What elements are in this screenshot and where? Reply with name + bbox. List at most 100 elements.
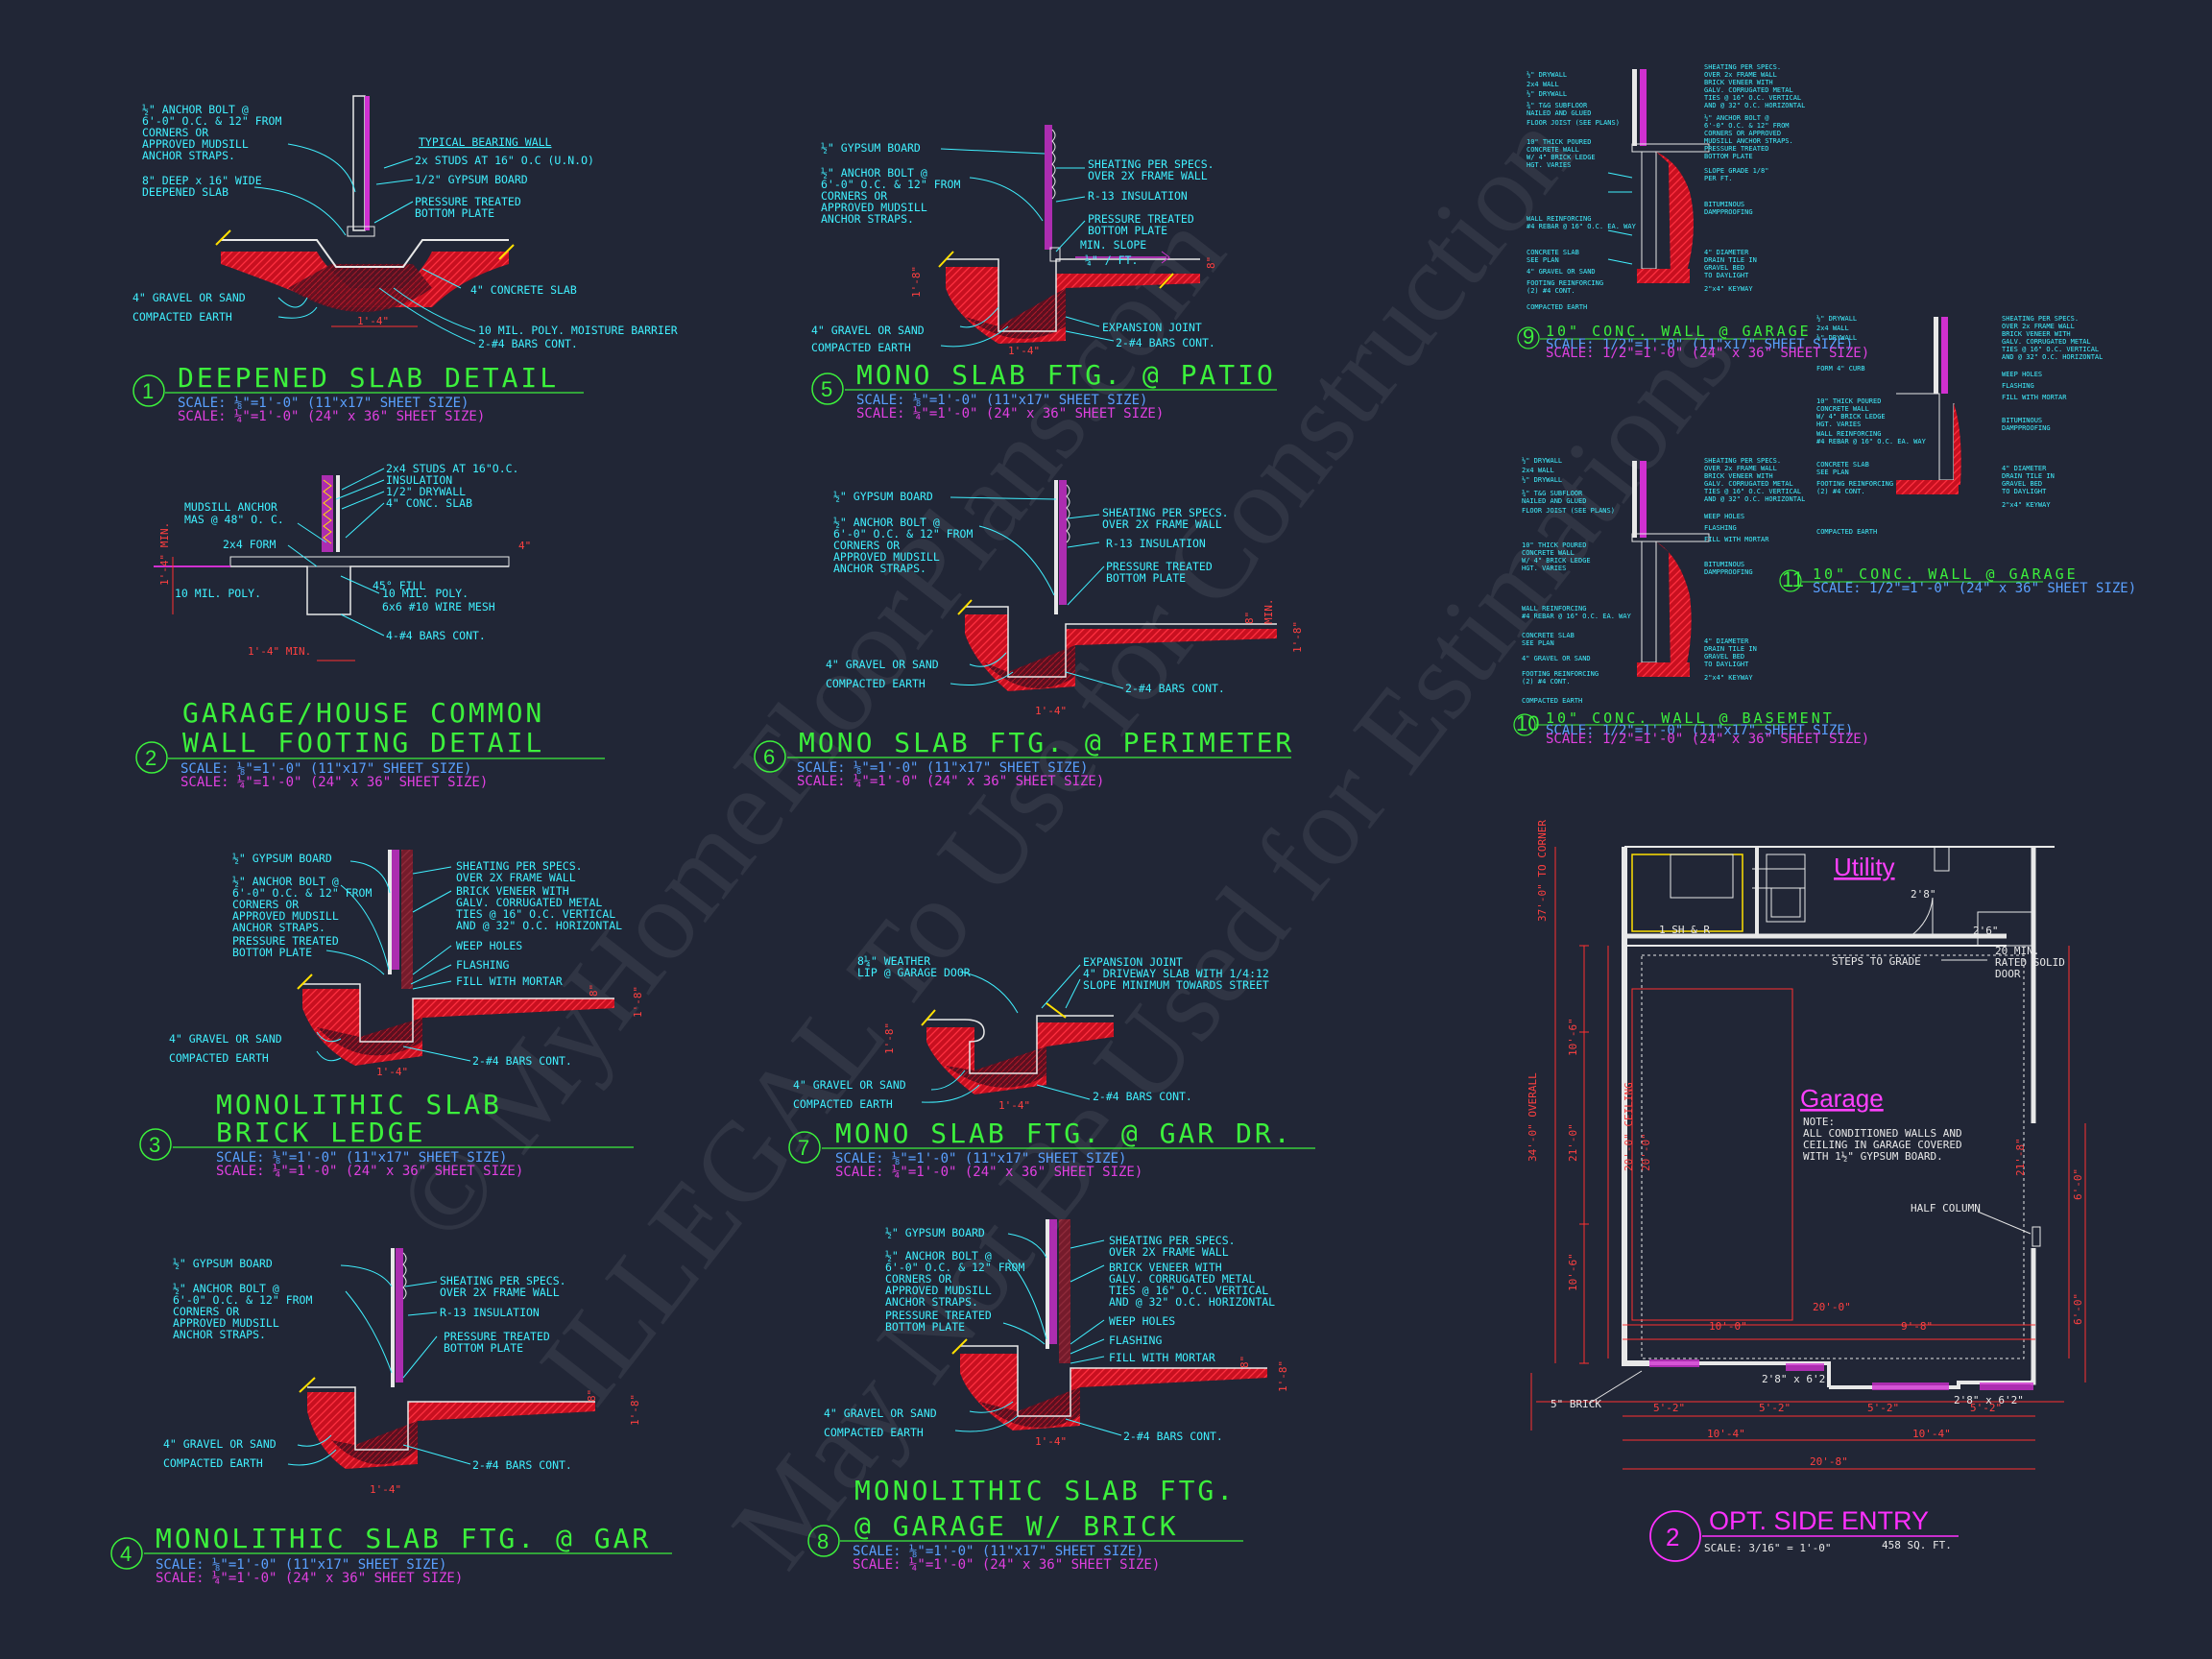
d5-dim-depth: 1'-8"	[910, 266, 923, 298]
plan-room-garage: Garage	[1800, 1084, 1884, 1113]
d2-dim-min-vertical: 1'-4" MIN.	[158, 522, 171, 586]
svg-text:4" DIAMETER: 4" DIAMETER	[1704, 249, 1749, 256]
svg-text:4" GRAVEL OR SAND: 4" GRAVEL OR SAND	[1522, 655, 1591, 662]
svg-text:FLOOR JOIST (SEE PLANS): FLOOR JOIST (SEE PLANS)	[1522, 507, 1615, 515]
d4-note-anchor-5: ANCHOR STRAPS.	[173, 1328, 266, 1341]
svg-text:CONCRETE WALL: CONCRETE WALL	[1527, 146, 1579, 154]
d2-number: 2	[145, 746, 156, 770]
d3-note-brick-4: AND @ 32" O.C. HORIZONTAL	[456, 919, 622, 932]
d7-note-bars: 2-#4 BARS CONT.	[1093, 1090, 1192, 1103]
d10-scale-2: SCALE: 1/2"=1'-0" (24" x 36" SHEET SIZE)	[1546, 732, 1869, 747]
d6-dim-min: MIN.	[1262, 599, 1275, 625]
d6-note-sheating-2: OVER 2X FRAME WALL	[1102, 517, 1222, 531]
d7-note-driveway-1: 4" DRIVEWAY SLAB WITH 1/4:12	[1083, 967, 1269, 980]
d8-title-line-2: @ GARAGE W/ BRICK	[854, 1510, 1179, 1542]
svg-text:½" ANCHOR BOLT @: ½" ANCHOR BOLT @	[1704, 114, 1769, 122]
d3-dim-slab: 8"	[588, 984, 600, 997]
d3-note-brick-1: BRICK VENEER WITH	[456, 884, 569, 898]
d3-scale-2: SCALE: ¼"=1'-0" (24" x 36" SHEET SIZE)	[216, 1164, 523, 1179]
svg-text:WALL REINFORCING: WALL REINFORCING	[1816, 430, 1881, 438]
d1-scale-1: SCALE: ⅛"=1'-0" (11"x17" SHEET SIZE)	[178, 396, 469, 411]
svg-text:BITUMINOUS: BITUMINOUS	[1704, 201, 1744, 208]
d6-note-anchor-1: ½" ANCHOR BOLT @	[833, 516, 940, 529]
d1-note-bars: 2-#4 BARS CONT.	[478, 337, 578, 350]
d3-note-earth: COMPACTED EARTH	[169, 1051, 269, 1065]
d6-note-earth: COMPACTED EARTH	[826, 677, 926, 690]
detail-6-perimeter: ½" GYPSUM BOARD ½" ANCHOR BOLT @ 6'-0" O…	[754, 480, 1304, 789]
d4-note-sheating-1: SHEATING PER SPECS.	[440, 1274, 566, 1287]
svg-text:(2) #4 CONT.: (2) #4 CONT.	[1816, 488, 1865, 495]
d5-note-gypsum: ½" GYPSUM BOARD	[821, 141, 921, 155]
svg-text:DAMPPROOFING: DAMPPROOFING	[1704, 208, 1753, 216]
d6-note-anchor-3: CORNERS OR	[833, 539, 900, 552]
svg-text:10" THICK POURED: 10" THICK POURED	[1816, 397, 1881, 405]
svg-text:(2) #4 CONT.: (2) #4 CONT.	[1522, 678, 1571, 685]
svg-text:SHEATING PER SPECS.: SHEATING PER SPECS.	[1704, 457, 1781, 465]
d10-title: 10" CONC. WALL @ BASEMENT	[1546, 709, 1835, 727]
svg-text:2"x4" KEYWAY: 2"x4" KEYWAY	[1704, 285, 1753, 293]
svg-text:¾" T&G SUBFLOOR: ¾" T&G SUBFLOOR	[1522, 490, 1583, 497]
svg-text:DAMPPROOFING: DAMPPROOFING	[2002, 424, 2051, 432]
d2-note-mudsill-1: MUDSILL ANCHOR	[184, 500, 277, 514]
d5-note-pt-2: BOTTOM PLATE	[1088, 224, 1167, 237]
d4-note-earth: COMPACTED EARTH	[163, 1456, 263, 1470]
svg-text:SHEATING PER SPECS.: SHEATING PER SPECS.	[1704, 63, 1781, 71]
d3-note-pt-1: PRESSURE TREATED	[232, 934, 339, 948]
d3-note-anchor-5: ANCHOR STRAPS.	[232, 921, 325, 934]
d11-number: 11	[1782, 567, 1804, 591]
d2-scale-2: SCALE: ¼"=1'-0" (24" x 36" SHEET SIZE)	[180, 775, 488, 790]
svg-text:GRAVEL BED: GRAVEL BED	[2002, 480, 2042, 488]
svg-text:½" DRYWALL: ½" DRYWALL	[1527, 90, 1567, 98]
d3-note-gypsum: ½" GYPSUM BOARD	[232, 852, 332, 865]
svg-text:FOOTING REINFORCING: FOOTING REINFORCING	[1816, 480, 1893, 488]
svg-text:DRAIN TILE IN: DRAIN TILE IN	[2002, 472, 2055, 480]
svg-text:2"x4" KEYWAY: 2"x4" KEYWAY	[1704, 674, 1753, 682]
d8-note-brick-2: GALV. CORRUGATED METAL	[1109, 1272, 1255, 1286]
d7-note-earth: COMPACTED EARTH	[793, 1097, 893, 1111]
svg-text:2x4 WALL: 2x4 WALL	[1816, 325, 1849, 332]
svg-text:4" GRAVEL OR SAND: 4" GRAVEL OR SAND	[1527, 268, 1596, 276]
d1-note-anchor-2: 6'-0" O.C. & 12" FROM	[142, 114, 281, 128]
plan-label-brick: 5" BRICK	[1551, 1398, 1601, 1410]
d8-note-anchor-3: CORNERS OR	[885, 1272, 951, 1286]
svg-text:DAMPPROOFING: DAMPPROOFING	[1704, 568, 1753, 576]
plan-area: 458 SQ. FT.	[1882, 1539, 1952, 1551]
d2-note-form: 2x4 FORM	[223, 538, 276, 551]
d1-note-gravel: 4" GRAVEL OR SAND	[132, 291, 246, 304]
d6-dim-slab: 8"	[1243, 612, 1256, 624]
d4-scale-1: SCALE: ⅛"=1'-0" (11"x17" SHEET SIZE)	[156, 1557, 446, 1573]
d8-note-brick-4: AND @ 32" O.C. HORIZONTAL	[1109, 1295, 1275, 1309]
svg-text:FLASHING: FLASHING	[2002, 382, 2034, 390]
svg-text:AND @ 32" O.C. HORIZONTAL: AND @ 32" O.C. HORIZONTAL	[2002, 353, 2103, 361]
d8-scale-1: SCALE: ⅛"=1'-0" (11"x17" SHEET SIZE)	[853, 1544, 1143, 1559]
svg-text:BITUMINOUS: BITUMINOUS	[2002, 417, 2042, 424]
svg-text:GRAVEL BED: GRAVEL BED	[1704, 264, 1744, 272]
d4-scale-2: SCALE: ¼"=1'-0" (24" x 36" SHEET SIZE)	[156, 1571, 463, 1586]
plan-dim-left-1: 10'-6"	[1567, 1018, 1579, 1056]
plan-dim-b2-3: 5'-2"	[1867, 1402, 1899, 1414]
svg-text:NAILED AND GLUED: NAILED AND GLUED	[1527, 109, 1591, 117]
detail-3-brick-ledge: ½" GYPSUM BOARD ½" ANCHOR BOLT @ 6'-0" O…	[139, 850, 644, 1179]
d4-note-gravel: 4" GRAVEL OR SAND	[163, 1437, 276, 1451]
svg-text:W/ 4" BRICK LEDGE: W/ 4" BRICK LEDGE	[1527, 154, 1596, 161]
detail-7-gar-door: 8¼" WEATHER LIP @ GARAGE DOOR EXPANSION …	[788, 954, 1315, 1180]
d8-note-bars: 2-#4 BARS CONT.	[1123, 1430, 1223, 1443]
d3-title-line-2: BRICK LEDGE	[216, 1117, 425, 1148]
d1-note-slab: 4" CONCRETE SLAB	[470, 283, 577, 297]
plan-dim-to-corner: 37'-0" TO CORNER	[1536, 820, 1549, 922]
svg-text:HGT. VARIES: HGT. VARIES	[1527, 161, 1571, 169]
plan-dim-b2-4: 5'-2"	[1970, 1402, 2002, 1414]
svg-text:SEE PLAN: SEE PLAN	[1527, 256, 1559, 264]
svg-text:GALV. CORRUGATED METAL: GALV. CORRUGATED METAL	[2002, 338, 2091, 346]
d2-note-studs: 2x4 STUDS AT 16"O.C.	[386, 462, 518, 475]
d8-note-flashing: FLASHING	[1109, 1334, 1162, 1347]
svg-text:CORNERS OR APPROVED: CORNERS OR APPROVED	[1704, 130, 1781, 137]
d3-title-line-1: MONOLITHIC SLAB	[216, 1089, 502, 1120]
plan-room-utility: Utility	[1834, 853, 1895, 881]
d6-note-insulation: R-13 INSULATION	[1106, 537, 1206, 550]
plan-label-door-2: RATED SOLID	[1995, 956, 2065, 969]
d7-note-expansion: EXPANSION JOINT	[1083, 955, 1183, 969]
svg-text:HGT. VARIES: HGT. VARIES	[1522, 565, 1566, 572]
plan-note-4: WITH 1½" GYPSUM BOARD.	[1803, 1150, 1943, 1163]
